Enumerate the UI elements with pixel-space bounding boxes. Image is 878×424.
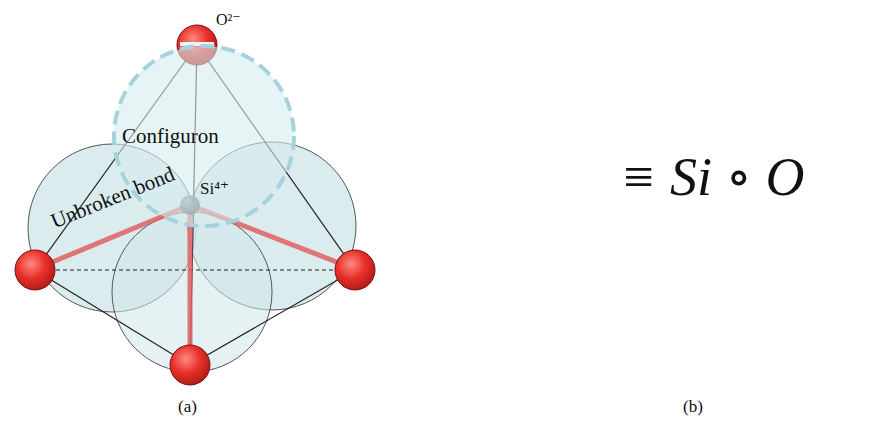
tetrahedron-edge bbox=[35, 45, 355, 365]
oxygen-atom bbox=[15, 25, 375, 385]
configuron-region: Configuron bbox=[112, 44, 296, 228]
ion-label: Si⁴⁺ bbox=[200, 180, 229, 197]
region-label: Configuron bbox=[122, 126, 219, 147]
ion-label: O²⁻ bbox=[216, 12, 241, 28]
configuron-circle bbox=[114, 46, 294, 226]
panel-label: (b) bbox=[683, 398, 703, 415]
bond-line bbox=[38, 205, 352, 362]
panel-label: (a) bbox=[178, 398, 197, 415]
formula: ≡ Si ∘ O bbox=[620, 150, 804, 204]
